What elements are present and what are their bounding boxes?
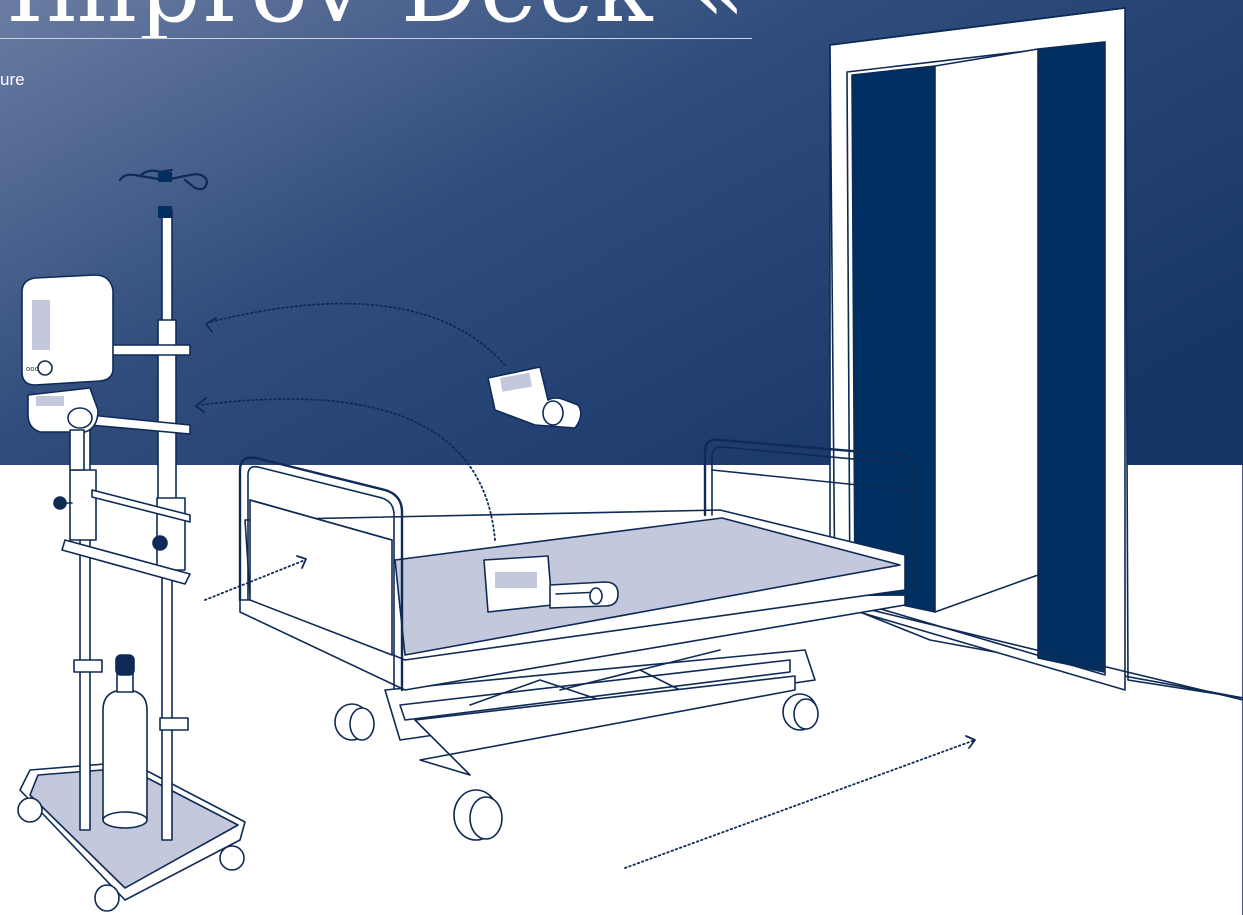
pump-to-pole-arrow — [210, 304, 505, 365]
iv-pole-trolley: ooo — [18, 170, 245, 911]
syringe-pump-floating — [488, 367, 581, 428]
patient-monitor: ooo — [22, 275, 113, 385]
hospital-bed — [240, 440, 914, 840]
svg-text:ooo: ooo — [26, 365, 39, 373]
bed-to-door-arrow — [625, 740, 975, 868]
doorway — [830, 8, 1243, 915]
oxygen-cylinder — [103, 655, 147, 828]
